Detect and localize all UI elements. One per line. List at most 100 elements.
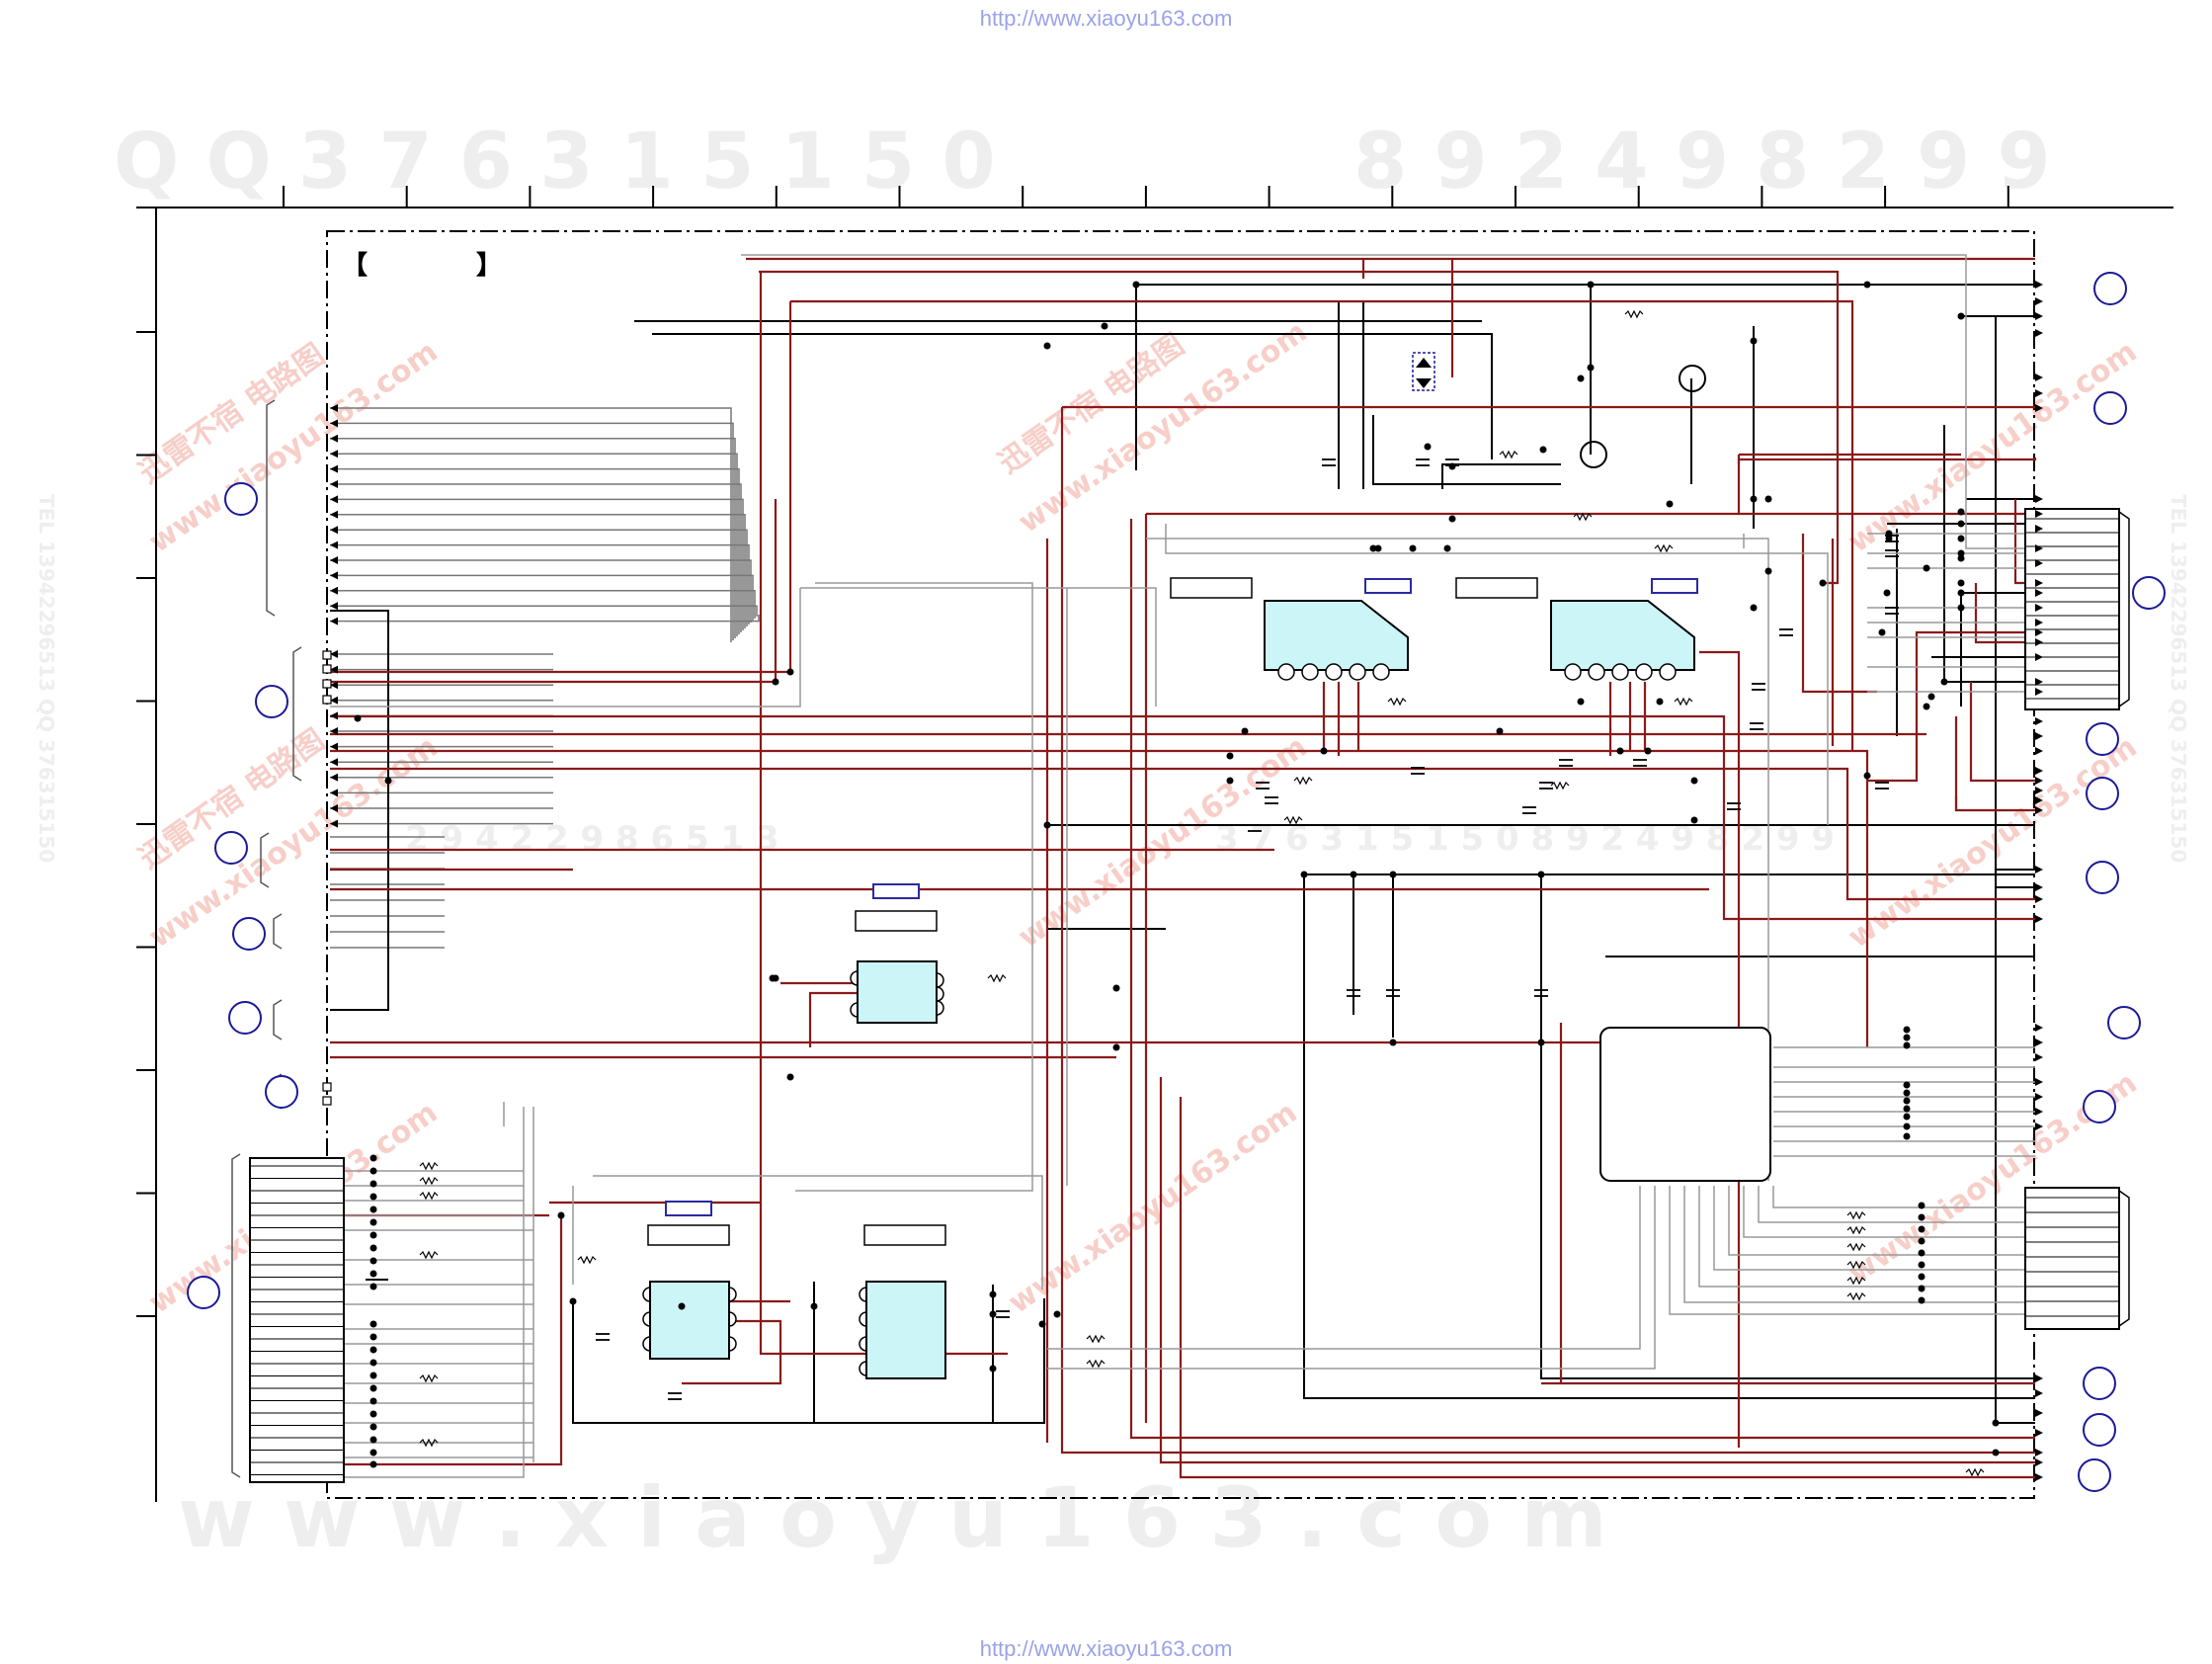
junction-dot — [369, 1257, 377, 1265]
resistor — [1846, 1291, 1866, 1301]
junction-dot — [1940, 678, 1948, 686]
junction-dot — [1878, 628, 1886, 636]
board-outline — [326, 230, 2035, 1499]
source-url-top[interactable]: http://www.xiaoyu163.com — [979, 6, 1233, 31]
source-url-bottom[interactable]: http://www.xiaoyu163.com — [979, 1636, 1233, 1661]
junction-dot — [1883, 589, 1891, 597]
junction-dot — [989, 1365, 997, 1373]
input-arrow — [330, 495, 338, 504]
junction-dot — [1389, 1039, 1397, 1046]
gray-wire — [1772, 1186, 2025, 1208]
grid-frame — [136, 207, 2173, 1502]
junction-dot — [1927, 693, 1935, 701]
ic-pin — [1611, 663, 1629, 681]
junction-dot — [369, 1436, 377, 1444]
input-arrow — [330, 650, 338, 658]
resistor — [1550, 781, 1570, 790]
junction-dot — [1957, 579, 1965, 587]
junction-dot — [1132, 281, 1140, 289]
bus-line — [330, 514, 746, 628]
ic-pin — [1635, 663, 1653, 681]
junction-dot — [369, 1384, 377, 1392]
junction-dot — [772, 974, 779, 982]
junction-dot — [1957, 604, 1965, 612]
bus-line — [330, 483, 742, 632]
junction-dot — [1918, 1202, 1925, 1209]
gray-wire — [1669, 1186, 2025, 1315]
input-arrow — [330, 804, 338, 812]
watermark-top-right: 8 9 2 4 9 8 2 9 9 — [1353, 118, 2051, 207]
ic-pin — [1301, 663, 1319, 681]
junction-dot — [369, 1206, 377, 1213]
terminal-box — [322, 679, 332, 689]
resistor — [419, 1161, 439, 1171]
junction-dot — [369, 1180, 377, 1188]
gray-wire — [800, 587, 1157, 707]
output-arrow — [2035, 915, 2043, 923]
terminal-box — [322, 695, 332, 705]
resistor — [1283, 815, 1303, 825]
title-bracket-open: 【 — [342, 251, 369, 281]
output-arrow — [2035, 525, 2043, 533]
junction-dot — [1300, 871, 1308, 878]
output-arrow — [2035, 389, 2043, 397]
ic-pin — [1659, 663, 1677, 681]
junction-dot — [1666, 500, 1674, 508]
output-arrow — [2035, 653, 2043, 661]
junction-dot — [369, 1397, 377, 1405]
input-arrow — [330, 758, 338, 767]
resistor — [419, 1373, 439, 1383]
junction-dot — [1656, 698, 1664, 706]
junction-dot — [1923, 703, 1930, 710]
resistor — [577, 1255, 597, 1265]
junction-dot — [369, 1167, 377, 1175]
watermark-bottom: w w w . x i a o y u 1 6 3 . c o m — [178, 1469, 1607, 1566]
capacitors — [596, 458, 1899, 1400]
junction-dot — [1957, 535, 1965, 542]
transistor-q1 — [1580, 441, 1607, 468]
red-wire — [1801, 534, 1877, 694]
ic-pin — [1349, 663, 1366, 681]
output-arrow — [2035, 510, 2043, 518]
input-arrow — [330, 789, 338, 797]
input-arrow — [330, 727, 338, 735]
input-arrow — [330, 665, 338, 674]
junction-dot — [1409, 544, 1417, 552]
connector-circle — [2086, 722, 2119, 756]
junction-dot — [369, 1218, 377, 1226]
junction-dot — [1690, 777, 1698, 785]
junction-dot — [1448, 515, 1456, 523]
output-arrow — [2035, 717, 2043, 725]
junction-dot — [1957, 508, 1965, 516]
output-arrow — [2035, 495, 2043, 503]
red-wire — [808, 991, 860, 1047]
junction-dot — [1587, 281, 1595, 289]
output-arrow — [2035, 747, 2043, 755]
resistor — [1499, 450, 1518, 459]
connector-circle — [2132, 576, 2166, 610]
resistor — [1654, 543, 1674, 553]
output-arrow — [2035, 329, 2043, 337]
opamp-lower-left — [647, 1201, 730, 1360]
input-arrow — [330, 450, 338, 458]
junction-dot — [1539, 446, 1547, 454]
resistor — [1293, 776, 1313, 786]
watermark-mid: 2 9 4 2 2 9 8 6 5 1 3 — [405, 819, 779, 859]
dark-wire — [1441, 463, 1561, 489]
gray-wire — [1047, 1186, 1656, 1370]
red-wire — [759, 270, 1840, 585]
junction-dot — [1918, 1225, 1925, 1233]
label-box-ic2 — [1455, 577, 1538, 599]
gray-wire — [593, 1175, 1043, 1290]
resistor — [1573, 512, 1593, 522]
output-arrow — [2035, 1053, 2043, 1061]
junction-dot — [1863, 772, 1871, 780]
junction-dot — [1038, 1320, 1046, 1328]
resistor — [419, 1191, 439, 1201]
output-arrow — [2035, 787, 2043, 794]
input-arrow — [330, 480, 338, 488]
gray-wire — [1728, 1186, 2025, 1256]
opamp-lower-right — [863, 1224, 946, 1379]
connector-circle — [228, 1001, 262, 1035]
gray-wire — [1047, 1186, 1641, 1350]
